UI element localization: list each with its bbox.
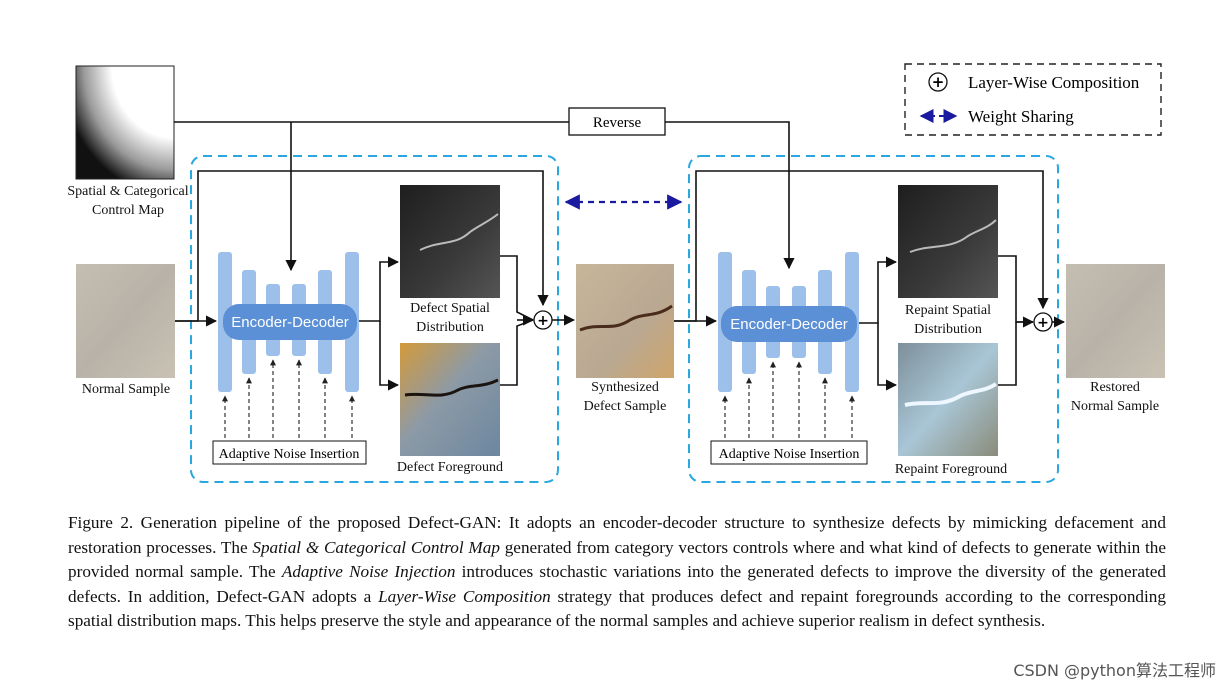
right-noise-insertion-label: Adaptive Noise Insertion bbox=[719, 447, 860, 462]
synthesized-label: Synthesized Defect Sample bbox=[583, 380, 667, 414]
reverse-block bbox=[568, 107, 666, 136]
legend-composition-label: Layer-Wise Composition bbox=[968, 73, 1140, 92]
defacement-generator-box bbox=[190, 155, 559, 483]
svg-text:+: + bbox=[1037, 315, 1049, 331]
normal-sample-image bbox=[76, 264, 175, 378]
figure-caption: Figure 2. Generation pipeline of the pro… bbox=[68, 513, 1167, 631]
watermark: CSDN @python算法工程师 bbox=[1013, 661, 1216, 680]
left-encoder-decoder: Encoder-Decoder bbox=[218, 252, 359, 392]
control-map-label: Spatial & Categorical Control Map bbox=[67, 184, 189, 218]
pipeline-diagram: + Layer-Wise Composition Weight Sharing … bbox=[75, 63, 1165, 483]
normal-sample-label: Normal Sample bbox=[81, 382, 171, 397]
repaint-foreground-label: Repaint Foreground bbox=[894, 462, 1008, 477]
left-noise-insertion-label: Adaptive Noise Insertion bbox=[219, 447, 360, 462]
left-encoder-decoder-label: Encoder-Decoder bbox=[231, 314, 349, 331]
right-encoder-decoder-label: Encoder-Decoder bbox=[730, 316, 848, 333]
right-encoder-decoder: Encoder-Decoder bbox=[718, 252, 859, 392]
svg-text:+: + bbox=[932, 73, 945, 91]
defect-spatial-label: Defect Spatial Distribution bbox=[410, 301, 490, 335]
synthesized-defect-image bbox=[576, 264, 674, 378]
legend-weight-sharing-label: Weight Sharing bbox=[968, 107, 1074, 126]
restored-label: Restored Normal Sample bbox=[1070, 380, 1160, 414]
repaint-spatial-image bbox=[898, 185, 998, 298]
restored-normal-image bbox=[1066, 264, 1165, 378]
right-noise-insertion-block bbox=[710, 440, 868, 465]
repaint-spatial-label: Repaint Spatial Distribution bbox=[905, 303, 991, 337]
svg-text:+: + bbox=[537, 313, 549, 329]
left-noise-insertion-block bbox=[212, 440, 367, 465]
reverse-label: Reverse bbox=[593, 115, 642, 131]
composition-icon bbox=[928, 72, 948, 92]
defect-foreground-image bbox=[400, 343, 500, 456]
control-map-image bbox=[75, 65, 175, 180]
legend: + Layer-Wise Composition Weight Sharing bbox=[904, 63, 1162, 136]
defect-foreground-label: Defect Foreground bbox=[396, 460, 504, 475]
